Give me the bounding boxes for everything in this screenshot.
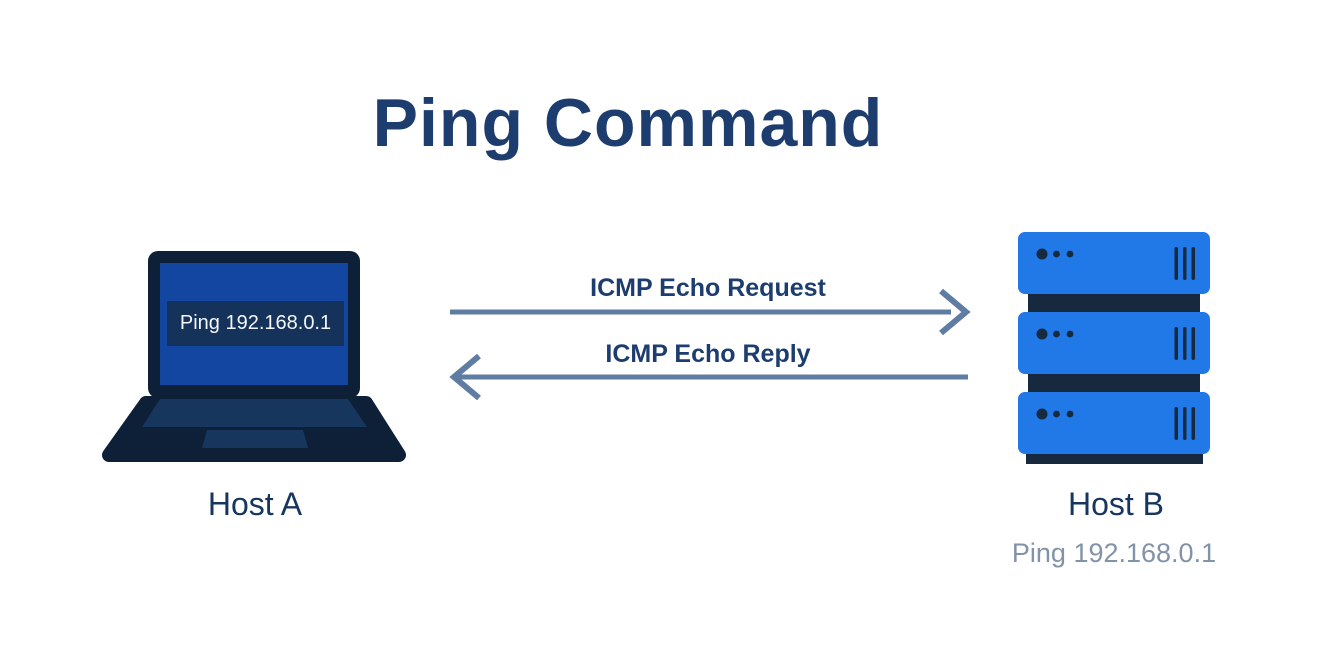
icmp-echo-request-label: ICMP Echo Request bbox=[590, 274, 826, 302]
laptop-keyboard bbox=[142, 399, 367, 427]
laptop-screen-band bbox=[167, 301, 344, 346]
host-a-screen-text: Ping 192.168.0.1 bbox=[179, 312, 332, 334]
laptop-trackpad bbox=[202, 430, 308, 448]
icmp-echo-reply-label: ICMP Echo Reply bbox=[605, 340, 811, 368]
laptop-icon bbox=[102, 251, 406, 462]
server-unit bbox=[1018, 232, 1210, 294]
host-b-ping-address: Ping 192.168.0.1 bbox=[1011, 538, 1217, 568]
server-unit bbox=[1018, 312, 1210, 374]
host-a-label: Host A bbox=[207, 486, 303, 522]
host-b-label: Host B bbox=[1067, 486, 1165, 522]
server-unit bbox=[1018, 392, 1210, 454]
page-title: Ping Command bbox=[372, 85, 884, 161]
server-stack-icon bbox=[1018, 232, 1210, 464]
